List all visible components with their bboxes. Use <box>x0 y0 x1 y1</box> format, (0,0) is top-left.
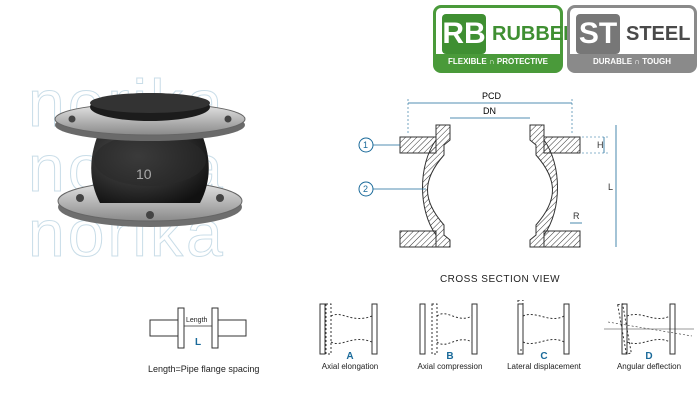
rubber-badge: RB RUBBER FLEXIBLE ∩ PROTECTIVE <box>433 5 578 73</box>
motion-a-caption: Axial elongation <box>321 362 379 371</box>
motion-b-letter: B <box>446 351 454 362</box>
steel-badge-word: STEEL <box>626 23 691 45</box>
rubber-badge-word: RUBBER <box>492 23 578 45</box>
steel-badge: ST STEEL DURABLE ∩ TOUGH <box>567 5 697 73</box>
cross-section-drawing: PCD DN 1 2 H L R <box>358 91 617 248</box>
motion-c-letter: C <box>540 351 548 362</box>
pcd-label: PCD <box>482 91 502 101</box>
length-diagram: Length L <box>149 307 247 349</box>
rubber-joint-illustration: 10 <box>54 93 246 227</box>
product-mark: 10 <box>136 166 152 182</box>
rubber-badge-strip: FLEXIBLE ∩ PROTECTIVE <box>436 54 560 70</box>
r-label: R <box>573 211 580 221</box>
motion-c: C Lateral displacement <box>506 299 582 371</box>
h-label: H <box>597 140 604 150</box>
motion-a-diagram <box>319 303 378 355</box>
length-label: Length <box>186 317 208 324</box>
steel-badge-strip: DURABLE ∩ TOUGH <box>570 54 694 70</box>
motion-d-diagram <box>604 303 694 355</box>
motion-b-caption: Axial compression <box>417 362 483 371</box>
motion-b: B Axial compression <box>412 300 488 371</box>
steel-badge-abbr: ST <box>576 14 620 54</box>
length-caption: Length=Pipe flange spacing <box>148 364 260 374</box>
motion-d: D Angular deflection <box>602 300 696 371</box>
motion-c-caption: Lateral displacement <box>507 362 581 371</box>
motion-b-diagram <box>419 303 478 355</box>
cross-section-title: CROSS SECTION VIEW <box>439 274 561 285</box>
length-letter: L <box>195 337 201 348</box>
callout-1: 1 <box>363 140 368 150</box>
motion-c-diagram <box>517 299 570 355</box>
motion-d-letter: D <box>645 351 653 362</box>
motion-a: A Axial elongation <box>312 300 388 371</box>
l-label: L <box>608 182 613 192</box>
motion-d-caption: Angular deflection <box>616 362 682 371</box>
motion-a-letter: A <box>346 351 354 362</box>
callout-2: 2 <box>363 184 368 194</box>
dn-label: DN <box>483 106 496 116</box>
rubber-badge-abbr: RB <box>442 14 486 54</box>
